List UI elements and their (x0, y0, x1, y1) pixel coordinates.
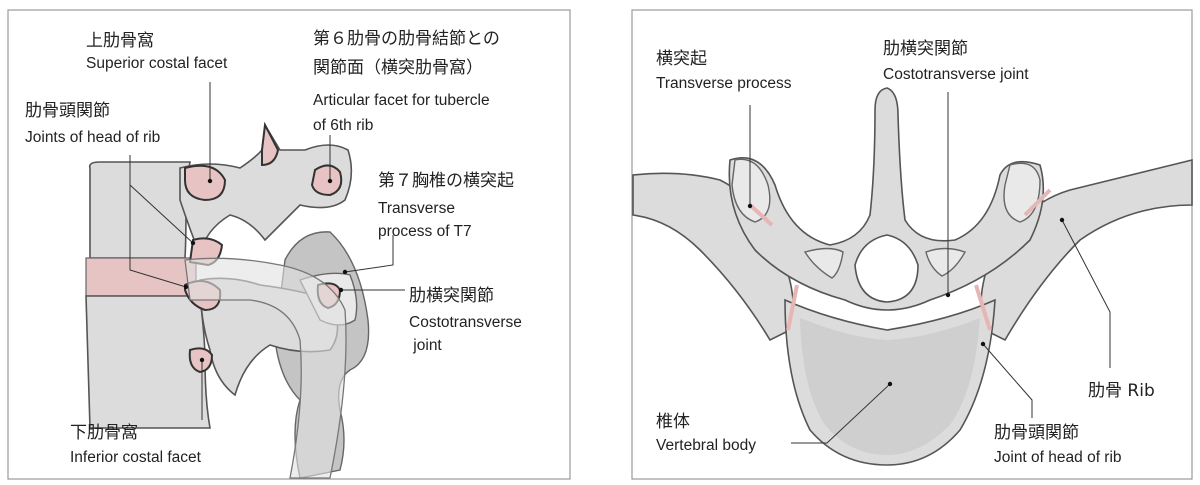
costotransverse-joint-label-jp: 肋横突関節 (883, 39, 968, 59)
joints-head-rib-label-jp: 肋骨頭関節 (25, 101, 110, 121)
right-articular-process (925, 247, 967, 277)
lateral-view-panel: 上肋骨窩 Superior costal facet 第６肋骨の肋骨結節との 関… (7, 9, 571, 480)
articular-facet-label-en1: Articular facet for tubercle (313, 92, 490, 109)
joint-head-rib-label-en: Joint of head of rib (994, 449, 1122, 466)
left-leader-lines (129, 82, 405, 420)
inferior-costal-facet-label-en: Inferior costal facet (70, 449, 202, 466)
vertebral-body-label-jp: 椎体 (656, 412, 690, 432)
vertebral-foramen (854, 234, 919, 303)
left-costotransverse-joint (748, 203, 774, 227)
transverse-process-t7-label-en2: process of T7 (378, 223, 472, 240)
superior-costal-facet-label-en: Superior costal facet (86, 55, 228, 72)
right-leader-lines (747, 92, 1111, 444)
inferior-costal-facet-label-jp: 下肋骨窩 (70, 423, 138, 443)
joints-head-rib-label-en: Joints of head of rib (25, 129, 160, 146)
costotransverse-joint-label-en: Costotransverse joint (883, 66, 1029, 83)
transverse-costal-facet (310, 164, 343, 197)
articular-facet-label-jp1: 第６肋骨の肋骨結節との (313, 29, 500, 49)
superior-costal-facet (184, 164, 227, 202)
upper-vertebral-arch (179, 122, 353, 258)
intervertebral-disc (85, 257, 197, 297)
right-rib-head-joint (974, 284, 992, 331)
left-transverse-process (731, 158, 771, 223)
transverse-process-t7-label-en1: Transverse (378, 200, 455, 217)
sixth-rib (184, 257, 347, 479)
costotransverse-joint-label-en1: Costotransverse (409, 314, 522, 331)
upper-vertebral-body (88, 161, 191, 259)
left-rib-head-joint (786, 284, 799, 331)
superior-articular-process (261, 121, 280, 167)
articular-facet-label-jp2: 関節面（横突肋骨窩） (313, 58, 483, 78)
superior-costal-facet-label-jp: 上肋骨窩 (86, 31, 154, 51)
costotransverse-joint-label-en2: joint (409, 337, 442, 354)
superior-view-panel: 横突起 Transverse process 肋横突関節 Costotransv… (631, 9, 1193, 480)
transverse-process-label-jp: 横突起 (656, 49, 707, 69)
costotransverse-joint-label-jp: 肋横突関節 (409, 286, 494, 306)
vertebral-body-cancellous (800, 318, 980, 455)
transverse-process-label-en: Transverse process (656, 75, 792, 92)
transverse-process-t7-label-jp: 第７胸椎の横突起 (378, 171, 514, 191)
joint-head-rib-label-jp: 肋骨頭関節 (994, 423, 1079, 443)
rib-label: 肋骨 Rib (1088, 381, 1155, 401)
right-costotransverse-joint (1023, 188, 1052, 217)
vertebral-body-label-en: Vertebral body (656, 437, 756, 454)
articular-facet-label-en2: of 6th rib (313, 117, 373, 134)
left-articular-process (803, 247, 844, 279)
